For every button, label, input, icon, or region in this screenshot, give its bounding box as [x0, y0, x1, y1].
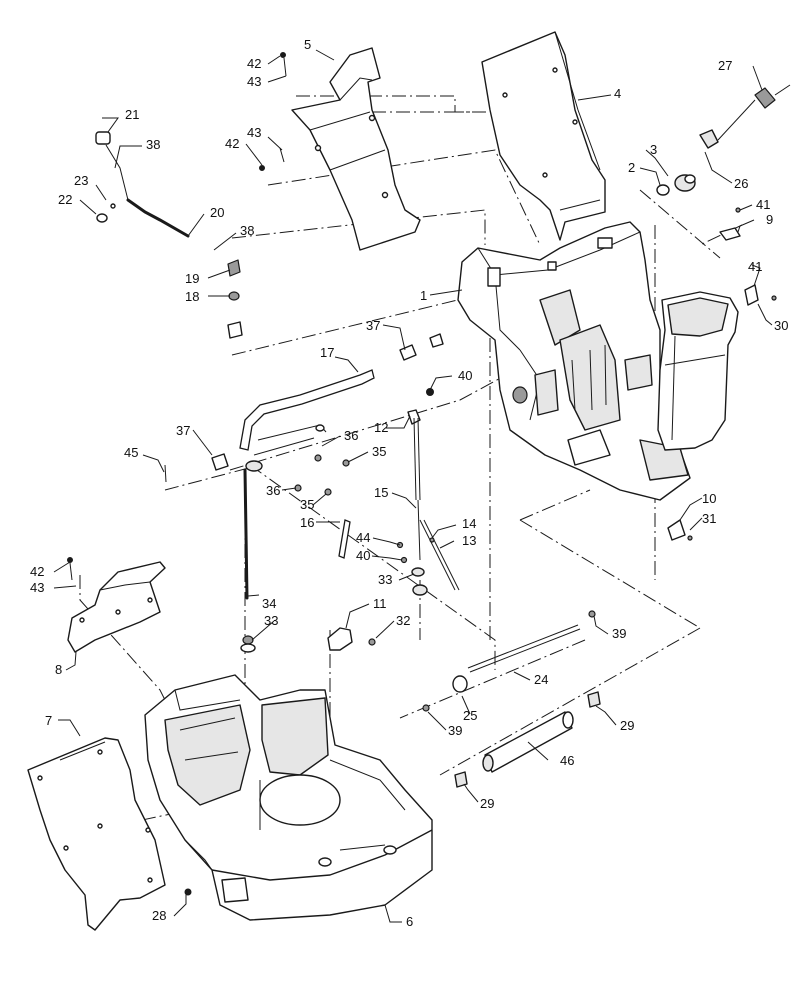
callout-10: 10	[702, 491, 716, 506]
callout-40: 40	[458, 368, 472, 383]
callout-29: 29	[480, 796, 494, 811]
callout-42: 42	[225, 136, 239, 151]
callout-23: 23	[74, 173, 88, 188]
callout-44: 44	[356, 530, 370, 545]
callout-35: 35	[300, 497, 314, 512]
callout-32: 32	[396, 613, 410, 628]
callout-8: 8	[55, 662, 62, 677]
callout-22: 22	[58, 192, 72, 207]
part-9-10-clips	[667, 207, 777, 541]
callout-42: 42	[30, 564, 44, 579]
callout-35: 35	[372, 444, 386, 459]
callout-18: 18	[185, 289, 199, 304]
callout-38: 38	[240, 223, 254, 238]
part-5-upper-duct	[291, 47, 421, 251]
callout-17: 17	[320, 345, 334, 360]
callout-28: 28	[152, 908, 166, 923]
callout-19: 19	[185, 271, 199, 286]
callout-42: 42	[247, 56, 261, 71]
callout-14: 14	[462, 516, 476, 531]
callout-33: 33	[378, 572, 392, 587]
callout-29: 29	[620, 718, 634, 733]
callout-11: 11	[373, 596, 387, 611]
part-20-filler-rod	[95, 131, 243, 339]
callout-15: 15	[374, 485, 388, 500]
callout-labels: 5 42 43 43 42 4 21 38 23 22 20 38 19 18 …	[30, 37, 788, 929]
callout-27: 27	[718, 58, 732, 73]
hardware-bolts	[67, 52, 287, 896]
callout-7: 7	[45, 713, 52, 728]
callout-20: 20	[210, 205, 224, 220]
callout-41: 41	[748, 259, 762, 274]
part-17-hose	[211, 333, 444, 471]
callout-4: 4	[614, 86, 621, 101]
part-8-bracket	[67, 561, 166, 653]
callout-5: 5	[304, 37, 311, 52]
callout-37: 37	[366, 318, 380, 333]
callout-39: 39	[612, 626, 626, 641]
callout-43: 43	[247, 125, 261, 140]
callout-37: 37	[176, 423, 190, 438]
callout-3: 3	[650, 142, 657, 157]
callout-41: 41	[756, 197, 770, 212]
part-2-3-26-27-cap	[656, 84, 791, 196]
callout-40: 40	[356, 548, 370, 563]
part-1-main-tank	[457, 221, 691, 501]
callout-21: 21	[125, 107, 139, 122]
part-7-shield	[27, 737, 166, 931]
callout-9: 9	[766, 212, 773, 227]
callout-36: 36	[266, 483, 280, 498]
callout-2: 2	[628, 160, 635, 175]
callout-24: 24	[534, 672, 548, 687]
part-34-rod	[240, 424, 327, 653]
callout-leaders	[53, 49, 773, 923]
callout-26: 26	[734, 176, 748, 191]
callout-1: 1	[420, 288, 427, 303]
callout-46: 46	[560, 753, 574, 768]
callout-33: 33	[264, 613, 278, 628]
part-4-upper-duct	[481, 31, 606, 241]
callout-36: 36	[344, 428, 358, 443]
part-11-bracket	[327, 627, 376, 651]
callout-30: 30	[774, 318, 788, 333]
callout-31: 31	[702, 511, 716, 526]
part-30-side-cover	[657, 291, 739, 451]
callout-38: 38	[146, 137, 160, 152]
callout-12: 12	[374, 420, 388, 435]
callout-13: 13	[462, 533, 476, 548]
callout-6: 6	[406, 914, 413, 929]
part-12-13-14-15-lines	[407, 409, 460, 596]
callout-39: 39	[448, 723, 462, 738]
part-6-lower-tank	[144, 674, 433, 921]
callout-16: 16	[300, 515, 314, 530]
callout-43: 43	[247, 74, 261, 89]
callout-34: 34	[262, 596, 276, 611]
callout-25: 25	[463, 708, 477, 723]
callout-43: 43	[30, 580, 44, 595]
callout-45: 45	[124, 445, 138, 460]
